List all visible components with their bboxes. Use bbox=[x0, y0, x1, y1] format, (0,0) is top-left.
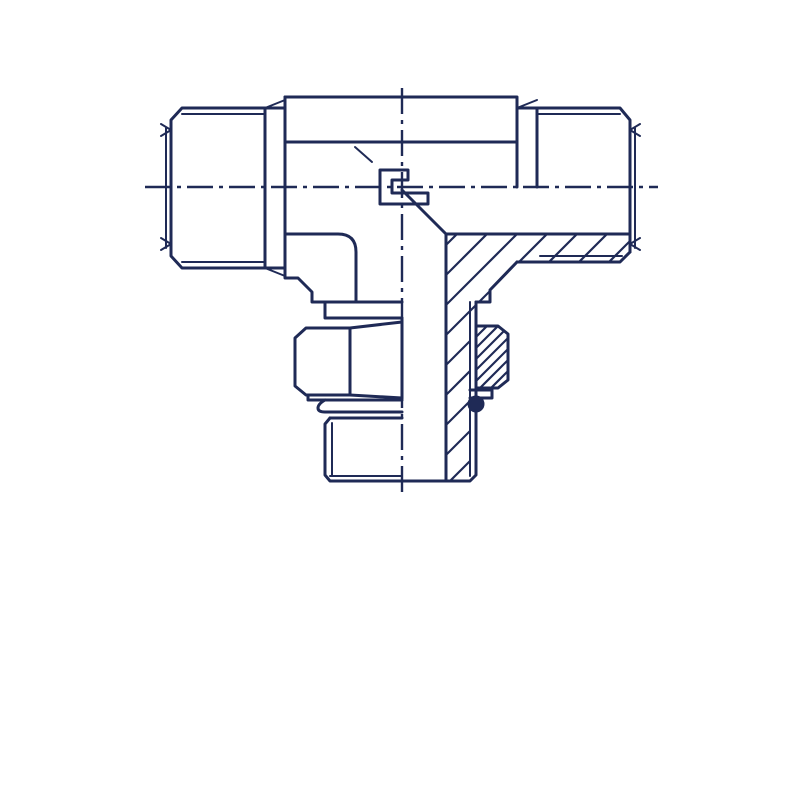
hatch-line bbox=[180, 234, 427, 481]
hatch-line bbox=[476, 326, 499, 388]
body-block bbox=[283, 95, 632, 482]
hatch-line bbox=[446, 234, 488, 481]
tee-fitting-icon bbox=[160, 95, 641, 483]
hatch-line bbox=[509, 234, 630, 481]
hatch-line bbox=[479, 326, 508, 388]
hatch-line bbox=[446, 234, 608, 481]
hatch-line bbox=[660, 234, 800, 481]
hatch-line bbox=[476, 326, 488, 388]
hatch-line bbox=[501, 326, 508, 388]
hatch-line bbox=[513, 326, 575, 388]
hatch-line bbox=[479, 234, 630, 481]
hatch-line bbox=[476, 326, 508, 388]
hatch-line bbox=[446, 234, 630, 481]
hatch-line bbox=[403, 326, 465, 388]
hatch-line bbox=[446, 234, 630, 481]
hatch-line bbox=[446, 234, 458, 481]
hatch-line bbox=[476, 326, 508, 388]
hatch-line bbox=[569, 234, 630, 481]
hatch-line bbox=[446, 234, 578, 481]
nut-section bbox=[467, 324, 510, 413]
hatch-line bbox=[381, 326, 443, 388]
hatch-line bbox=[446, 234, 518, 481]
center-lines bbox=[145, 88, 658, 496]
hatch-line bbox=[629, 234, 630, 481]
hatch-line bbox=[476, 326, 508, 388]
hatch-line bbox=[599, 234, 630, 481]
nut-section-hatch bbox=[381, 326, 575, 388]
hatch-line bbox=[690, 234, 800, 481]
hatch-line bbox=[539, 234, 630, 481]
hex-nut bbox=[293, 300, 404, 414]
hatch-line bbox=[490, 326, 508, 388]
